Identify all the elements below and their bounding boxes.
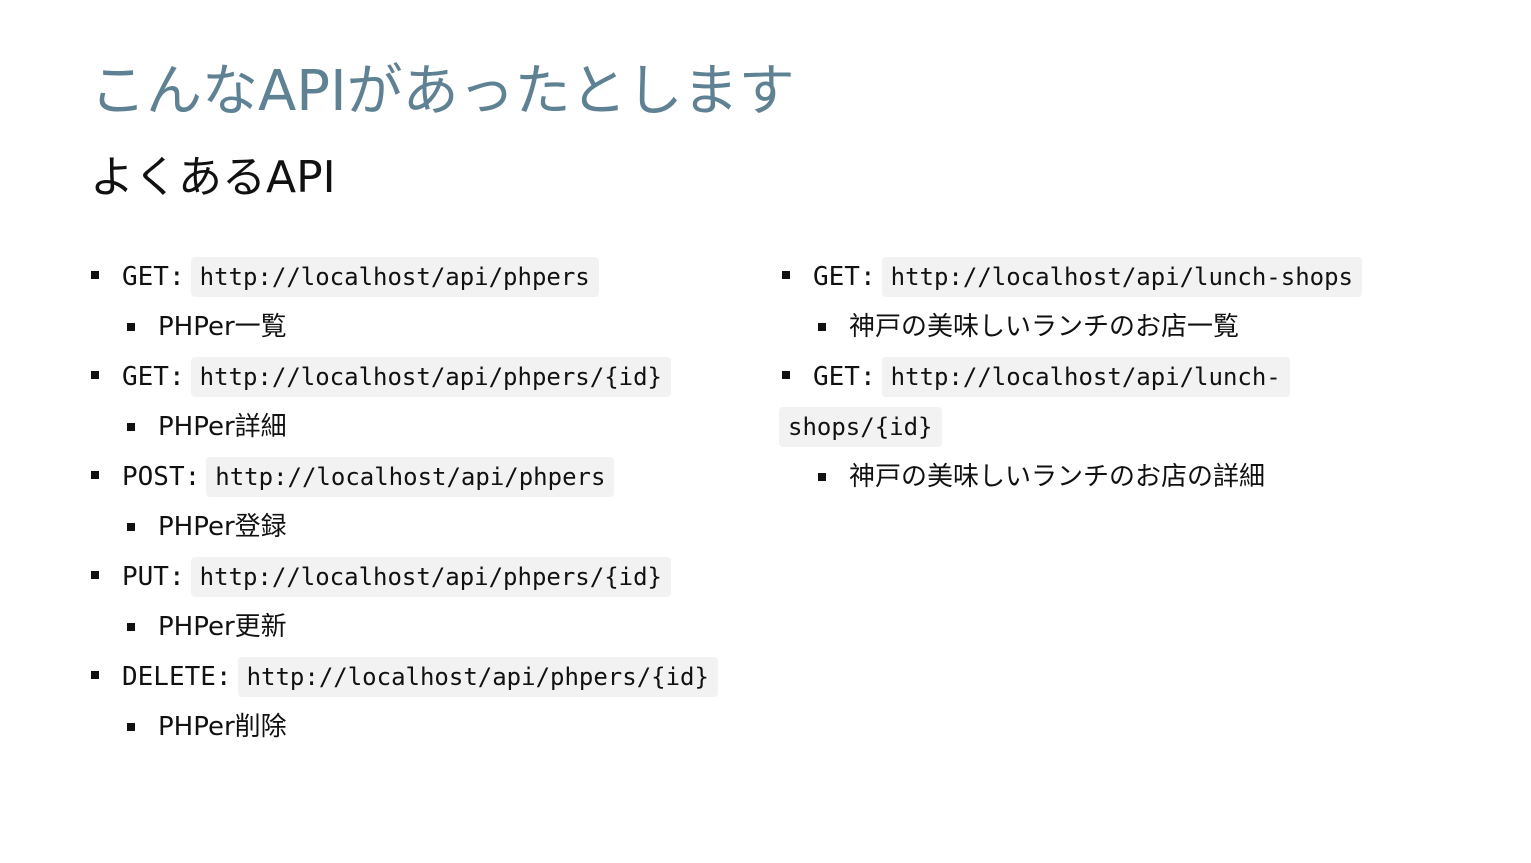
- endpoint-url: http://localhost/api/phpers/{id}: [190, 557, 671, 597]
- endpoint-url: http://localhost/api/phpers/{id}: [190, 357, 671, 397]
- endpoint-url: http://localhost/api/lunch-shops: [881, 257, 1362, 297]
- list-item: GET:http://localhost/api/phpers/{id}: [88, 352, 748, 402]
- list-item-description: PHPer更新: [88, 602, 748, 652]
- endpoint-url: http://localhost/api/phpers: [206, 457, 615, 497]
- list-item: GET:http://localhost/api/lunch-shops/{id…: [779, 352, 1419, 452]
- left-column: GET:http://localhost/api/phpers PHPer一覧 …: [88, 252, 748, 752]
- list-item-description: 神戸の美味しいランチのお店一覧: [779, 302, 1419, 352]
- right-column: GET:http://localhost/api/lunch-shops 神戸の…: [779, 252, 1419, 502]
- http-method: GET:: [813, 362, 876, 392]
- list-item: DELETE:http://localhost/api/phpers/{id}: [88, 652, 748, 702]
- list-item-description: PHPer一覧: [88, 302, 748, 352]
- slide-subtitle: よくあるAPI: [90, 152, 336, 203]
- endpoint-url-continued: shops/{id}: [779, 407, 942, 447]
- list-item: PUT:http://localhost/api/phpers/{id}: [88, 552, 748, 602]
- endpoint-url: http://localhost/api/lunch-: [881, 357, 1290, 397]
- http-method: PUT:: [122, 562, 185, 592]
- list-item-description: PHPer登録: [88, 502, 748, 552]
- list-item-description: 神戸の美味しいランチのお店の詳細: [779, 452, 1419, 502]
- http-method: DELETE:: [122, 662, 232, 692]
- list-item-description: PHPer詳細: [88, 402, 748, 452]
- http-method: GET:: [122, 362, 185, 392]
- api-list-lunch-shops: GET:http://localhost/api/lunch-shops 神戸の…: [779, 252, 1419, 502]
- http-method: POST:: [122, 462, 201, 492]
- http-method: GET:: [122, 262, 185, 292]
- http-method: GET:: [813, 262, 876, 292]
- list-item: GET:http://localhost/api/phpers: [88, 252, 748, 302]
- list-item: GET:http://localhost/api/lunch-shops: [779, 252, 1419, 302]
- slide-title: こんなAPIがあったとします: [90, 59, 795, 124]
- endpoint-url: http://localhost/api/phpers: [190, 257, 599, 297]
- endpoint-url: http://localhost/api/phpers/{id}: [237, 657, 718, 697]
- api-list-phpers: GET:http://localhost/api/phpers PHPer一覧 …: [88, 252, 748, 752]
- list-item: POST:http://localhost/api/phpers: [88, 452, 748, 502]
- list-item-description: PHPer削除: [88, 702, 748, 752]
